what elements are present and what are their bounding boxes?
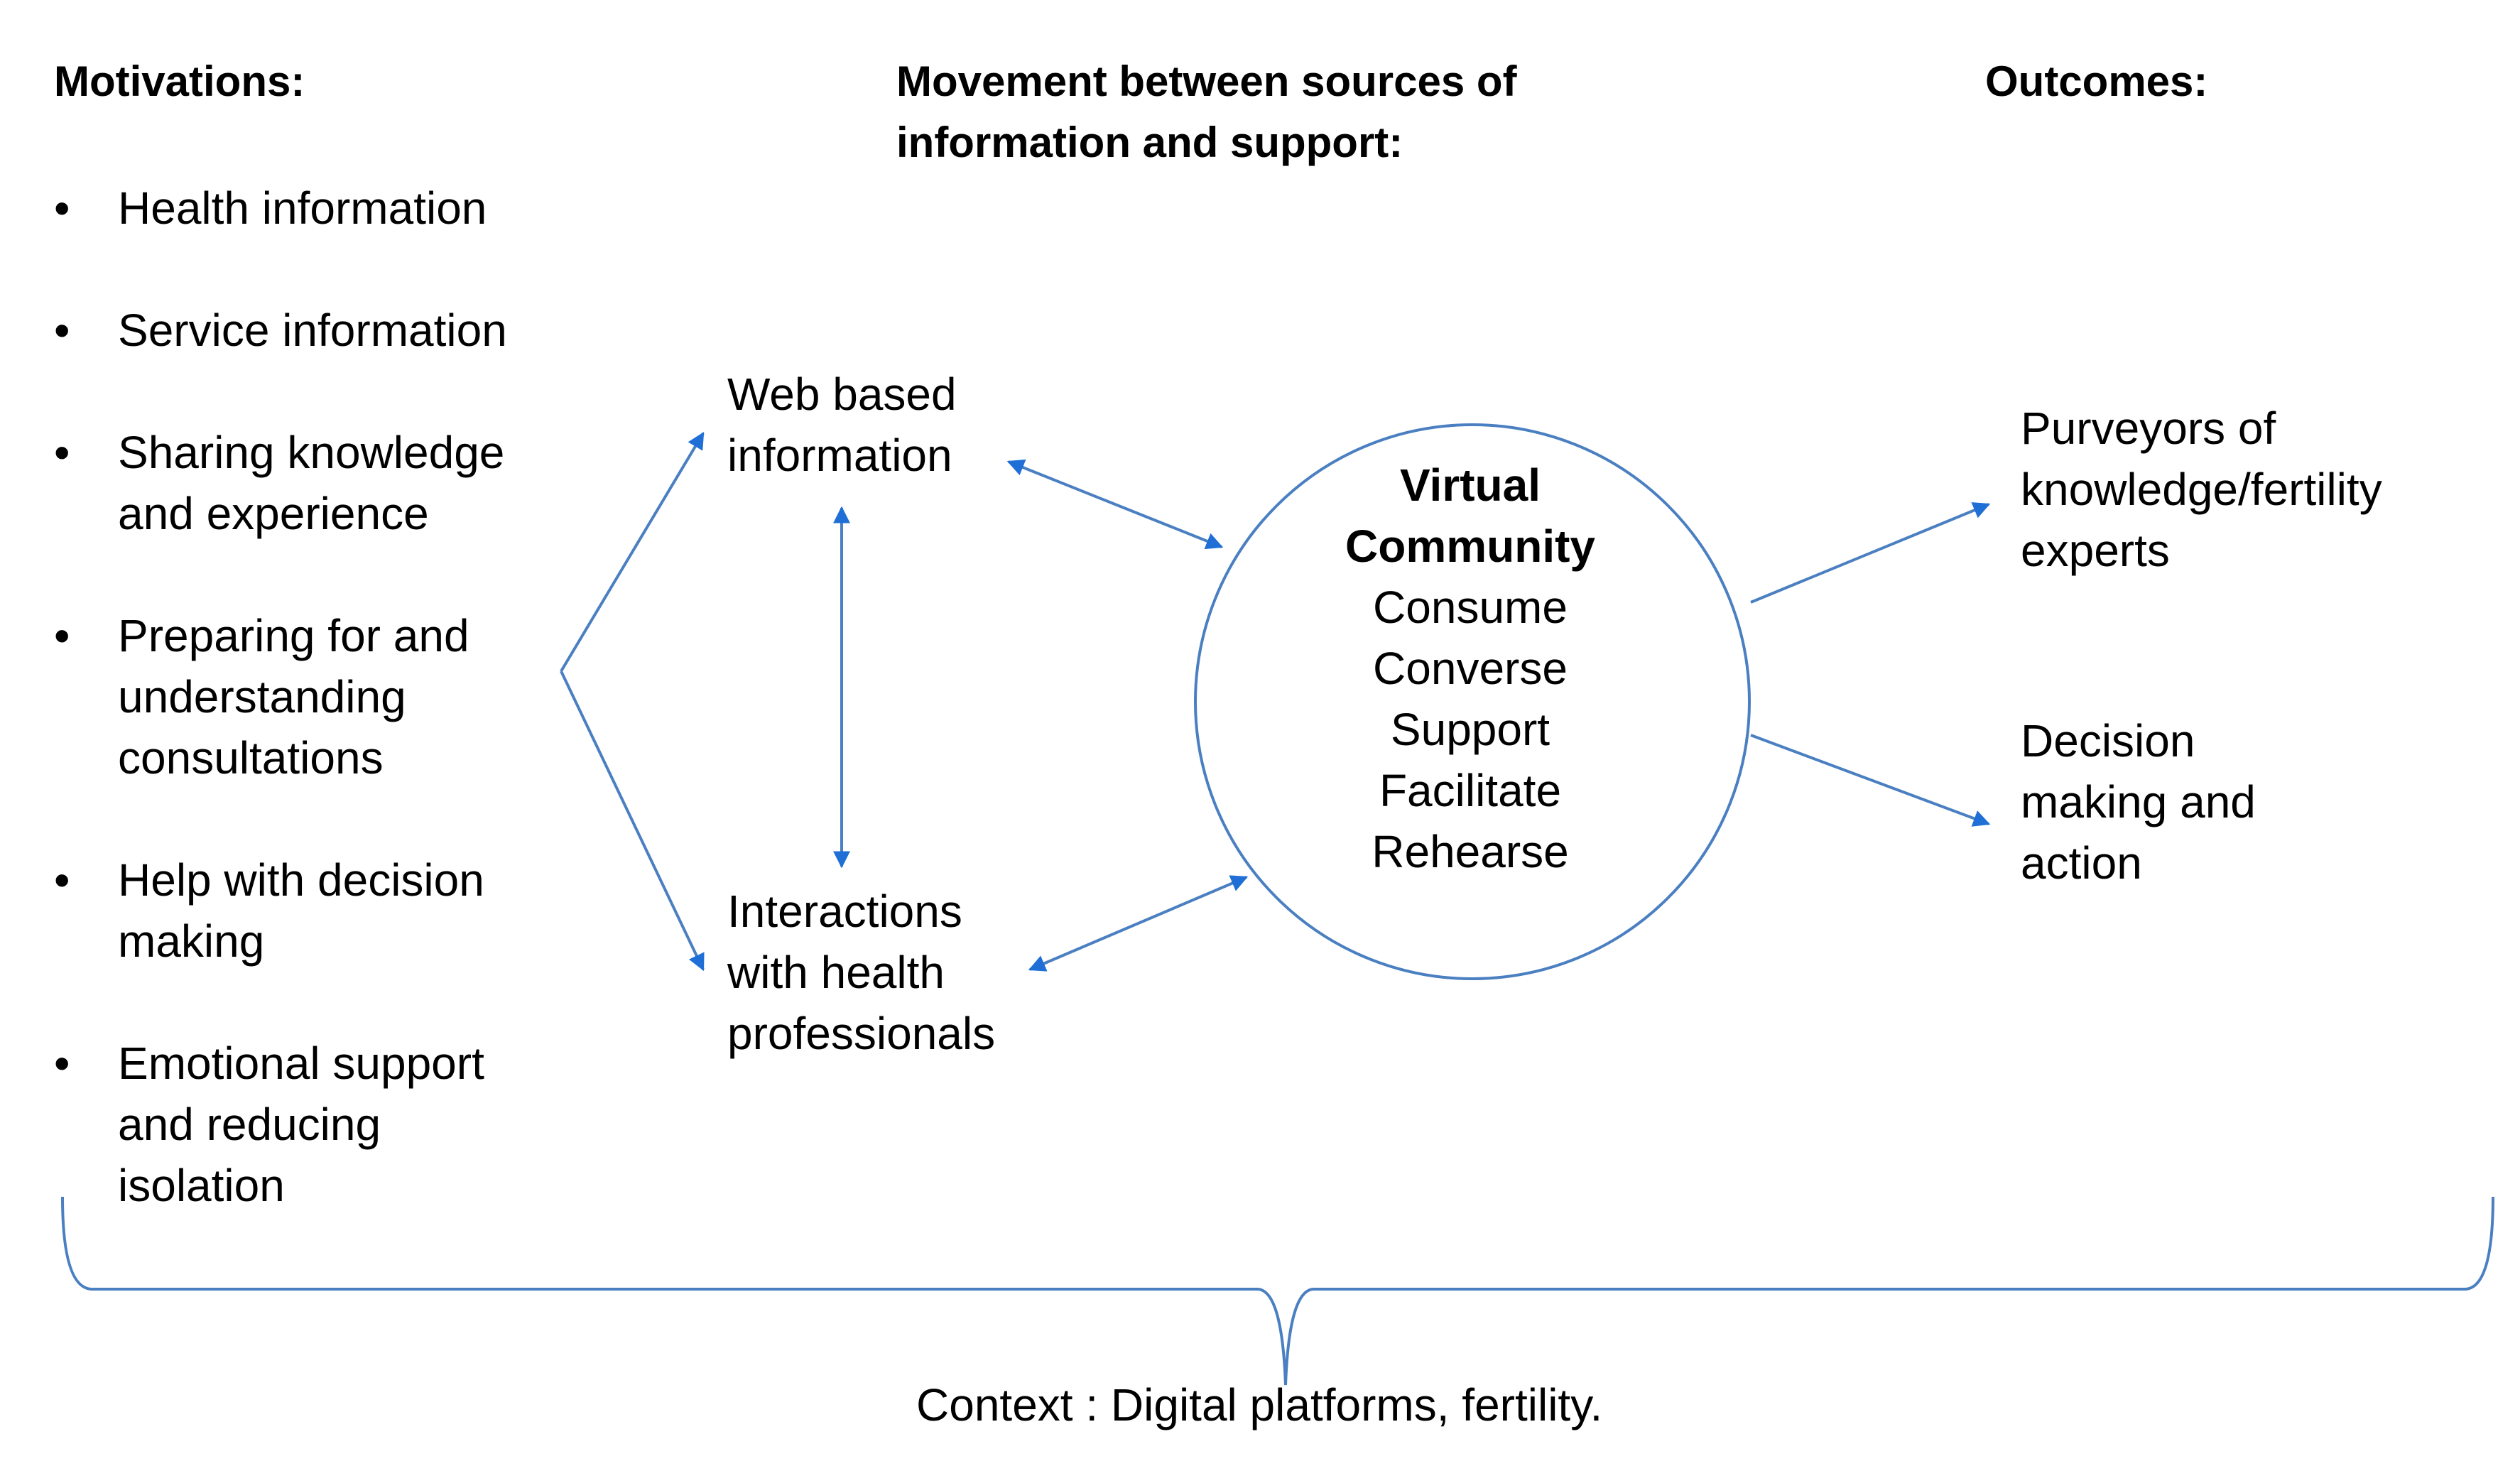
motivation-label: Health information [118, 183, 487, 234]
motivation-label: Emotional support and reducing isolation [118, 1038, 484, 1211]
bullet-dot: • [54, 854, 70, 906]
movement-heading: Movement between sources of information … [896, 58, 1517, 166]
activity-converse: Converse [1373, 643, 1568, 694]
activity-support: Support [1390, 704, 1550, 755]
motivation-label: Sharing knowledge and experience [118, 427, 505, 539]
motivation-item: • Emotional support and reducing isolatio… [54, 1033, 516, 1216]
motivations-list: • Health information • Service information… [54, 178, 601, 1216]
activity-rehearse: Rehearse [1372, 826, 1569, 877]
motivation-item: • Preparing for and understanding consult… [54, 605, 530, 788]
arrow-community-purveyors [1750, 502, 1991, 604]
bullet-dot: • [54, 183, 70, 234]
motivation-item: • Help with decision making [54, 849, 516, 972]
interactions-with-health-professionals: Interactions with health professionals [727, 886, 996, 1059]
virtual-community-text: Virtual Community Consume Converse Suppo… [1193, 455, 1747, 882]
activity-consume: Consume [1373, 582, 1568, 633]
motivation-item: • Sharing knowledge and experience [54, 422, 544, 544]
motivation-label: Help with decision making [118, 854, 484, 967]
activity-facilitate: Facilitate [1379, 765, 1562, 816]
context-label: Context : Digital platforms, fertility. [916, 1379, 1603, 1430]
arrow-motivations-to-web [560, 431, 705, 673]
bullet-dot: • [54, 610, 70, 661]
motivation-label: Service information [118, 305, 507, 356]
motivation-item: • Health information [54, 178, 601, 239]
bullet-dot: • [54, 1038, 70, 1089]
virtual-community-title-line2: Community [1345, 521, 1595, 572]
motivations-heading: Motivations: [54, 58, 305, 105]
web-based-information: Web based information [727, 369, 957, 481]
arrow-web-community [1006, 459, 1224, 550]
outcomes-heading: Outcomes: [1985, 58, 2208, 105]
outcome-decision: Decision making and action [2021, 715, 2256, 889]
context-brace [61, 1196, 2494, 1386]
arrow-interactions-community [1028, 875, 1249, 972]
virtual-community-circle [1194, 423, 1751, 980]
motivation-item: • Service information [54, 300, 601, 361]
bullet-dot: • [54, 427, 70, 478]
outcome-purveyors: Purveyors of knowledge/fertility experts [2021, 403, 2382, 576]
virtual-community-title-line1: Virtual [1400, 460, 1541, 511]
arrow-community-decision [1750, 734, 1991, 827]
bullet-dot: • [54, 305, 70, 356]
motivation-label: Preparing for and understanding consulta… [118, 610, 469, 783]
arrow-motivations-to-interactions [560, 670, 705, 972]
